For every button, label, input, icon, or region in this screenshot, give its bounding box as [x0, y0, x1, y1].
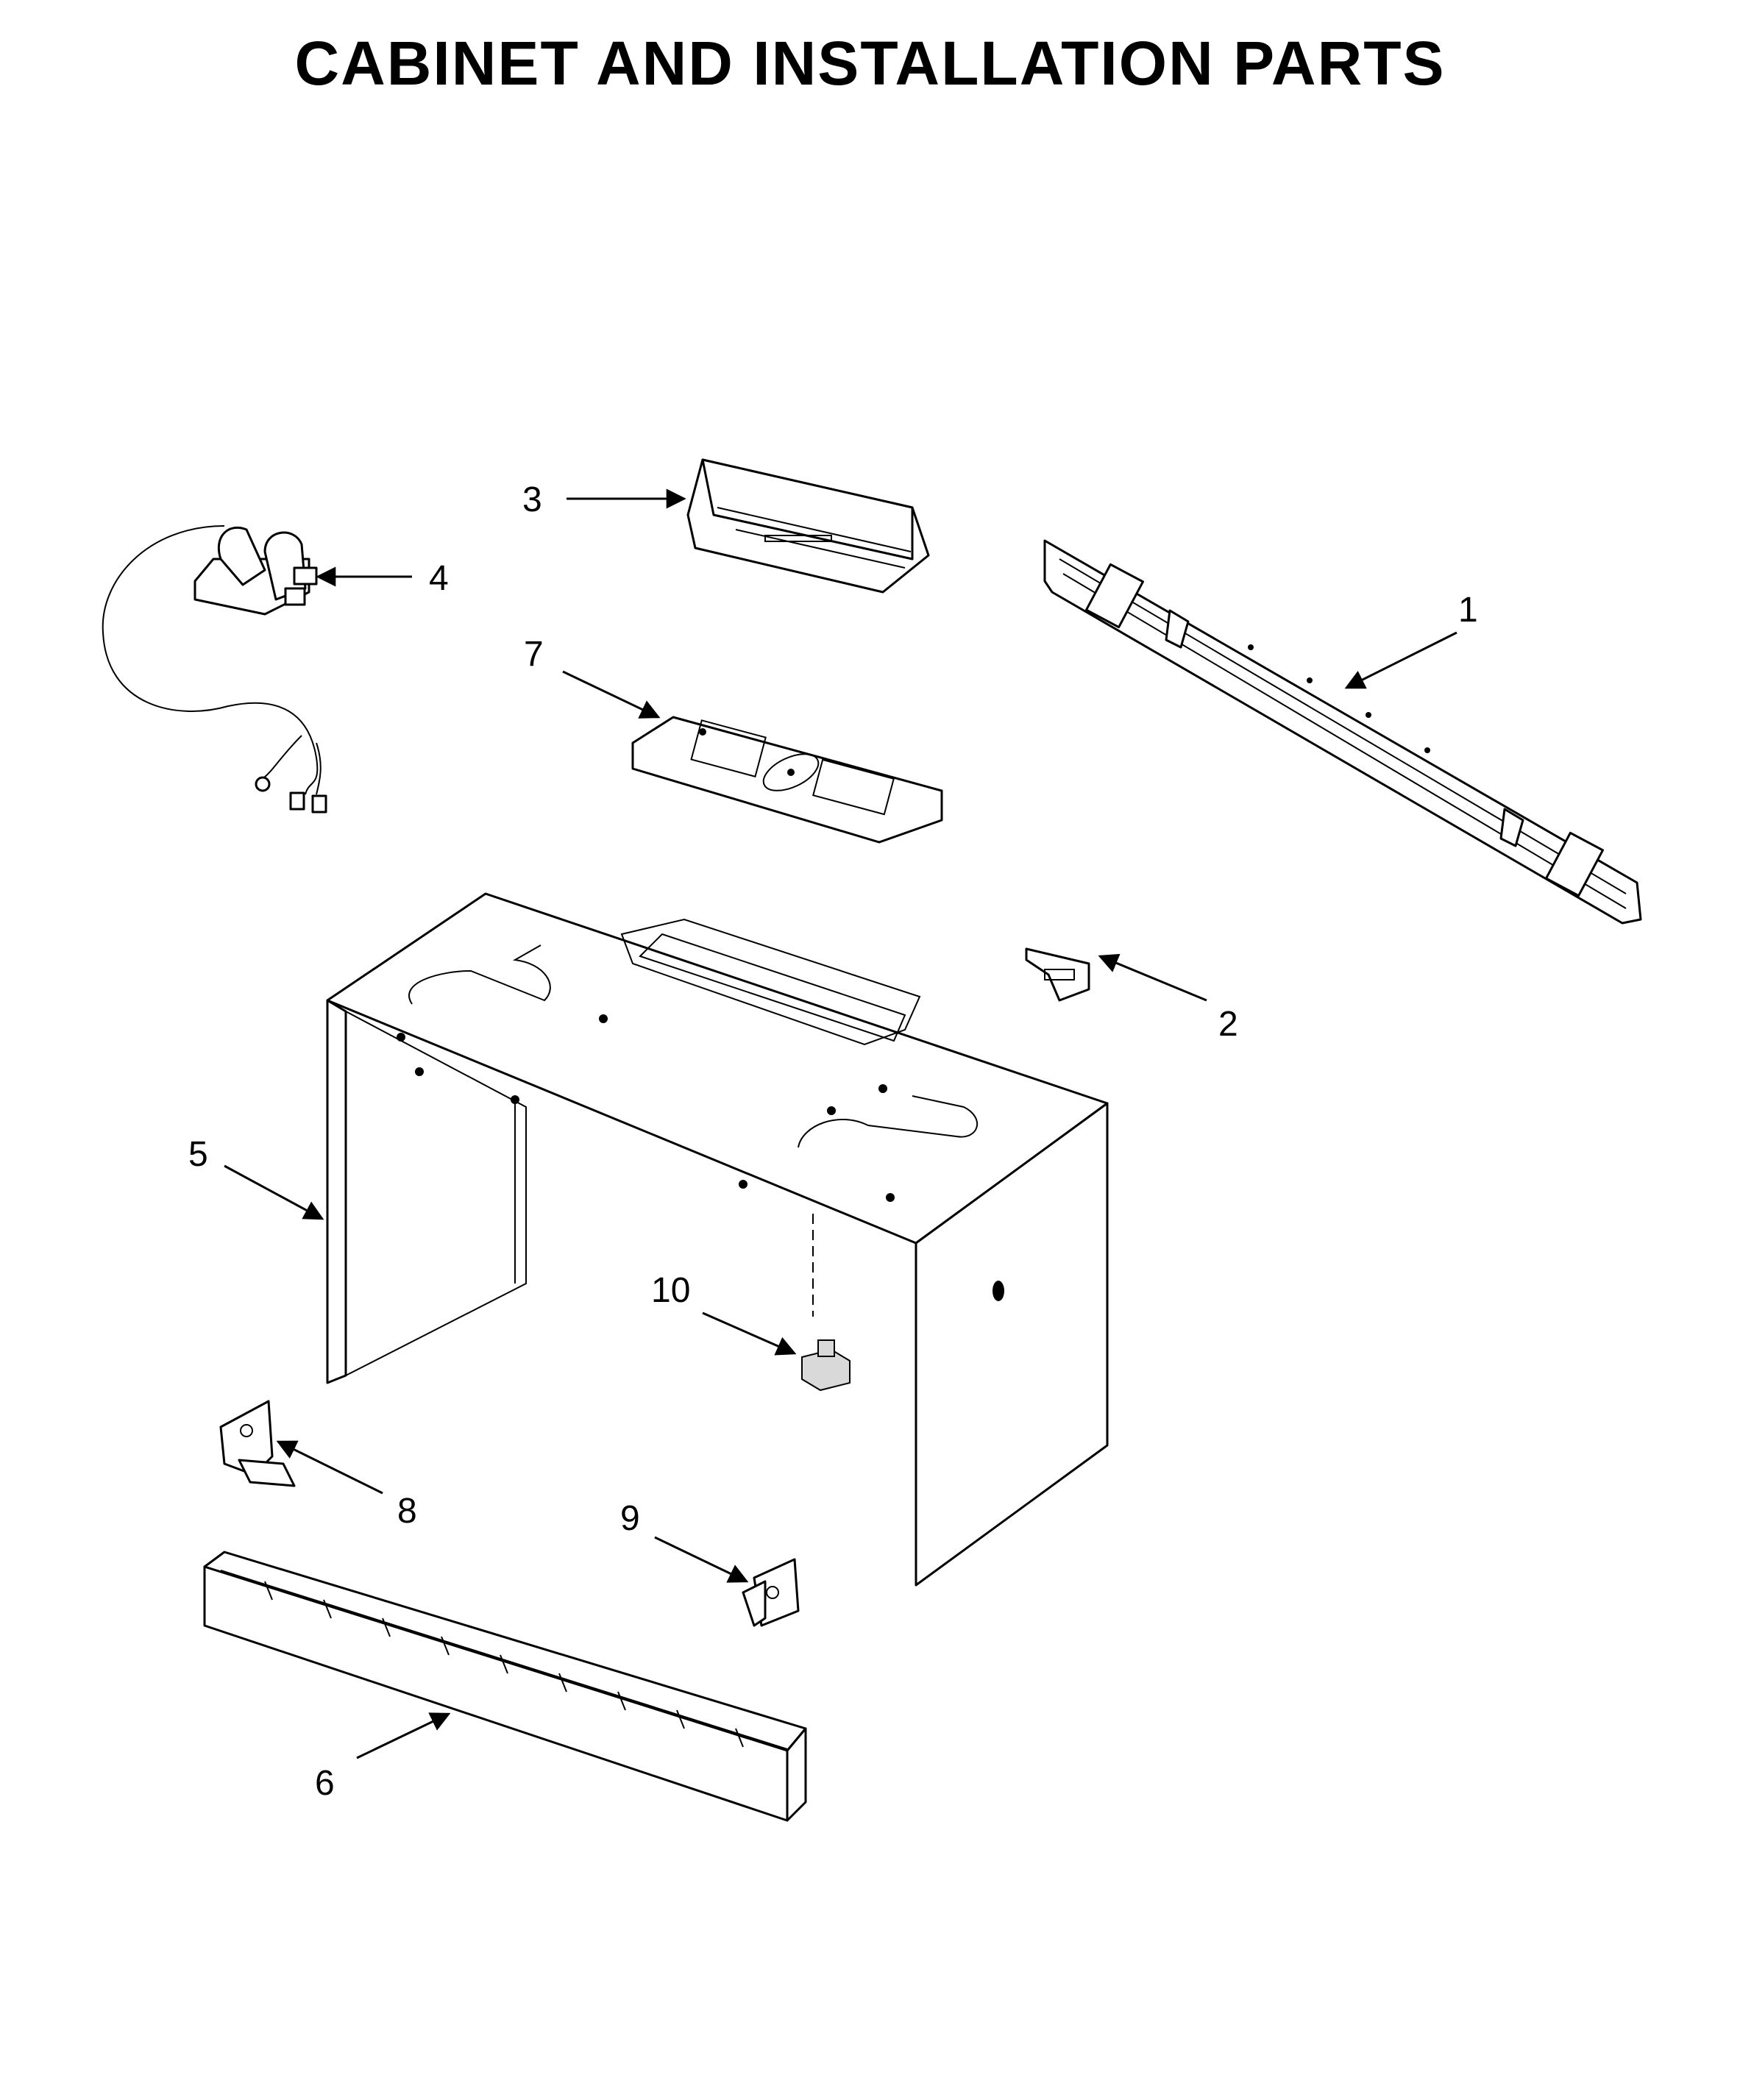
callout-9: 9 — [620, 1499, 640, 1538]
leader-line-2 — [1098, 953, 1207, 1002]
callout-2: 2 — [1218, 1005, 1238, 1044]
clip-part-10[interactable] — [801, 1339, 851, 1392]
leader-line-10 — [702, 1311, 797, 1356]
leader-line-6 — [356, 1712, 451, 1759]
callout-4: 4 — [429, 559, 449, 598]
bracket-part-8[interactable] — [219, 1400, 296, 1487]
cabinet-wrapper-part-5[interactable] — [326, 892, 1109, 1587]
callout-1: 1 — [1458, 591, 1478, 630]
vent-grille-part-6[interactable] — [203, 1551, 807, 1822]
callout-10: 10 — [651, 1271, 690, 1310]
leader-line-9 — [654, 1536, 749, 1583]
callout-7: 7 — [524, 635, 544, 674]
callout-3: 3 — [522, 480, 542, 519]
mounting-plate-part-7[interactable] — [631, 716, 943, 844]
callout-5: 5 — [188, 1135, 208, 1174]
power-cord-part-4[interactable] — [102, 525, 327, 814]
leader-line-7 — [562, 670, 661, 719]
leader-line-1 — [1344, 631, 1457, 689]
damper-assembly-part-3[interactable] — [686, 458, 930, 594]
callout-8: 8 — [397, 1492, 417, 1531]
bracket-part-9[interactable] — [742, 1558, 800, 1627]
leader-line-5 — [224, 1164, 324, 1220]
bracket-part-2[interactable] — [1025, 947, 1090, 1002]
mounting-rail-part-1[interactable] — [1043, 539, 1642, 925]
page-title: CABINET AND INSTALLATION PARTS — [294, 29, 1446, 98]
leader-line-8 — [276, 1440, 383, 1495]
callout-6: 6 — [315, 1764, 335, 1803]
